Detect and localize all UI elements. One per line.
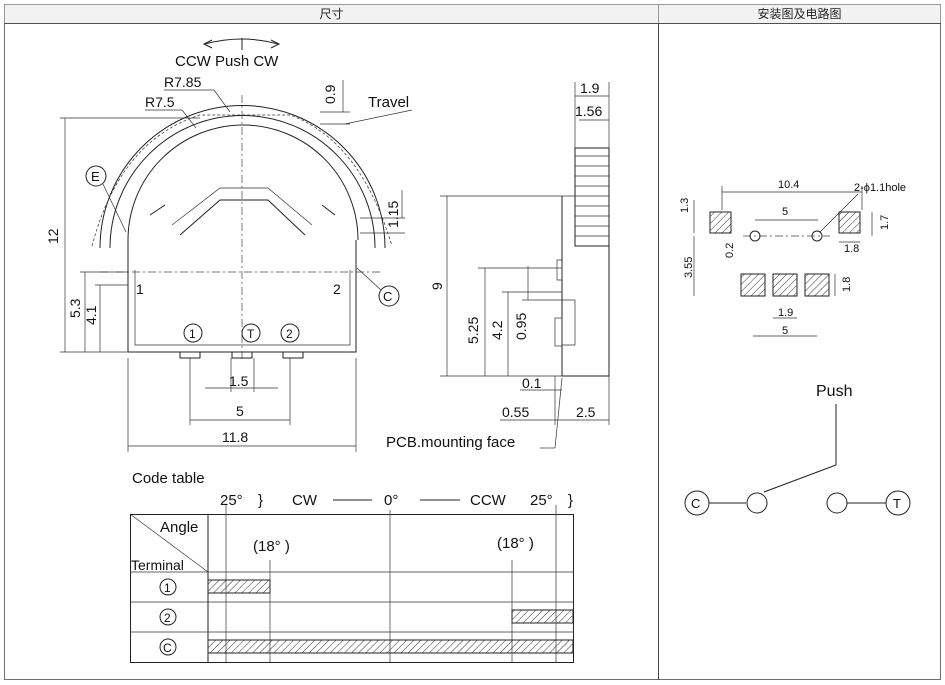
- header-mounting-circuit: 安装图及电路图: [658, 4, 941, 24]
- right-panel-border: [658, 23, 941, 680]
- dim-0.2: 0.2: [724, 243, 736, 258]
- dim-11.8: 11.8: [222, 429, 248, 445]
- dim-10.4: 10.4: [778, 179, 799, 191]
- knob-outer-arc: [99, 105, 386, 249]
- dim-1.5: 1.5: [229, 373, 249, 389]
- pcb-mounting-face-label: PCB.mounting face: [386, 434, 515, 451]
- note-right-18: (18° ): [497, 535, 534, 552]
- scale-cw: CW: [292, 492, 318, 509]
- mounting-pattern: 10.4 2-ϕ1.1hole 5 1.3 1.7 0.2 1.8 3.55 1…: [679, 179, 906, 337]
- pad-right: [838, 211, 861, 234]
- dim-4.2: 4.2: [489, 320, 505, 340]
- dim-0.55: 0.55: [502, 404, 529, 420]
- contact-right: [826, 492, 848, 514]
- dim-3.55: 3.55: [683, 257, 695, 278]
- dim-5.3: 5.3: [67, 298, 83, 318]
- dim-1.8-top: 1.8: [844, 243, 859, 255]
- scale-zero: 0°: [384, 492, 398, 509]
- travel-label: Travel: [368, 94, 409, 111]
- side-view: 1.9 1.56 9 5.25 4.2 0.95 0.1 0.55: [386, 80, 610, 451]
- svg-text:T: T: [893, 496, 901, 511]
- code-table: Code table 25° } CW 0° CCW 25° } Angle T…: [129, 470, 574, 663]
- dim-5-bottom: 5: [782, 325, 788, 337]
- side-body: [561, 196, 610, 377]
- svg-text:C: C: [691, 496, 700, 511]
- dim-0.1: 0.1: [522, 375, 542, 391]
- dim-1.15: 1.15: [385, 201, 401, 228]
- dim-12: 12: [45, 228, 61, 244]
- pad-bottom-2: [772, 273, 798, 297]
- svg-text:1: 1: [164, 581, 171, 595]
- svg-text:1: 1: [189, 327, 196, 341]
- code-table-title: Code table: [132, 470, 205, 487]
- switch-lever: [763, 464, 837, 493]
- radius-inner-label: R7.5: [145, 94, 175, 110]
- row-c-on-bar: [207, 639, 574, 654]
- terminal-t-marker: [241, 323, 261, 343]
- knob-inner-arc: [109, 115, 376, 249]
- circuit-diagram: Push C T: [684, 383, 911, 516]
- scale-ccw: CCW: [470, 492, 507, 509]
- pin-1-label: 1: [136, 281, 144, 297]
- svg-text:C: C: [383, 289, 392, 304]
- row-2-on-bar: [511, 609, 574, 624]
- code-table-grid: [130, 514, 574, 663]
- contact-left: [746, 492, 768, 514]
- dim-1.3: 1.3: [679, 198, 691, 213]
- radius-outer-label: R7.85: [164, 74, 202, 90]
- dim-5: 5: [236, 403, 244, 419]
- dim-1.9-pad: 1.9: [778, 307, 793, 319]
- front-view: CCW Push CW R7.85 R7.5 0.9 Travel 1.15: [45, 38, 413, 452]
- dim-2.5: 2.5: [576, 404, 596, 420]
- pin-2-lead: [282, 351, 304, 359]
- svg-text:T: T: [247, 327, 255, 341]
- marker-e: [85, 165, 107, 187]
- angle-header: Angle: [160, 519, 198, 536]
- pad-bottom-1: [740, 273, 766, 297]
- row-2-marker: [159, 608, 177, 626]
- dim-4.1: 4.1: [83, 305, 99, 325]
- pin-2-label: 2: [333, 281, 341, 297]
- circuit-push-label: Push: [816, 383, 852, 400]
- dim-5-top: 5: [782, 206, 788, 218]
- dim-1.9: 1.9: [580, 80, 600, 96]
- svg-text:2: 2: [164, 611, 171, 625]
- rotation-label: CCW Push CW: [175, 53, 279, 70]
- terminal-header: Terminal: [131, 557, 184, 573]
- dim-9: 9: [429, 282, 445, 290]
- svg-text:C: C: [163, 641, 172, 655]
- dim-1.56: 1.56: [575, 103, 602, 119]
- svg-text:2: 2: [286, 327, 293, 341]
- pad-left: [709, 211, 732, 234]
- dim-0.9: 0.9: [322, 84, 338, 104]
- scale-left-angle: 25°: [220, 492, 243, 509]
- pad-bottom-3: [804, 273, 830, 297]
- spring-contact: [179, 199, 306, 236]
- row-1-marker: [159, 578, 177, 596]
- housing-arc: [127, 124, 359, 241]
- marker-c: [378, 285, 400, 307]
- svg-text:}: }: [258, 492, 263, 509]
- hole-spec: 2-ϕ1.1hole: [854, 182, 906, 194]
- scale-right-angle: 25°: [530, 492, 553, 509]
- dim-1.7: 1.7: [879, 215, 891, 230]
- terminal-t-icon: [885, 490, 911, 516]
- svg-text:}: }: [568, 492, 573, 509]
- terminal-2-marker: [280, 323, 300, 343]
- row-c-marker: [159, 638, 177, 656]
- svg-text:E: E: [91, 169, 100, 184]
- pin-1-lead: [179, 351, 201, 359]
- terminal-1-marker: [183, 323, 203, 343]
- side-knob: [574, 147, 610, 247]
- row-1-on-bar: [207, 579, 271, 594]
- knurl-edge: [91, 114, 393, 247]
- note-left-18: (18° ): [253, 538, 290, 555]
- spring-contact-inner: [171, 187, 313, 226]
- dim-5.25: 5.25: [465, 317, 481, 344]
- dim-1.8-bottom: 1.8: [841, 277, 853, 292]
- dim-0.95: 0.95: [513, 313, 529, 340]
